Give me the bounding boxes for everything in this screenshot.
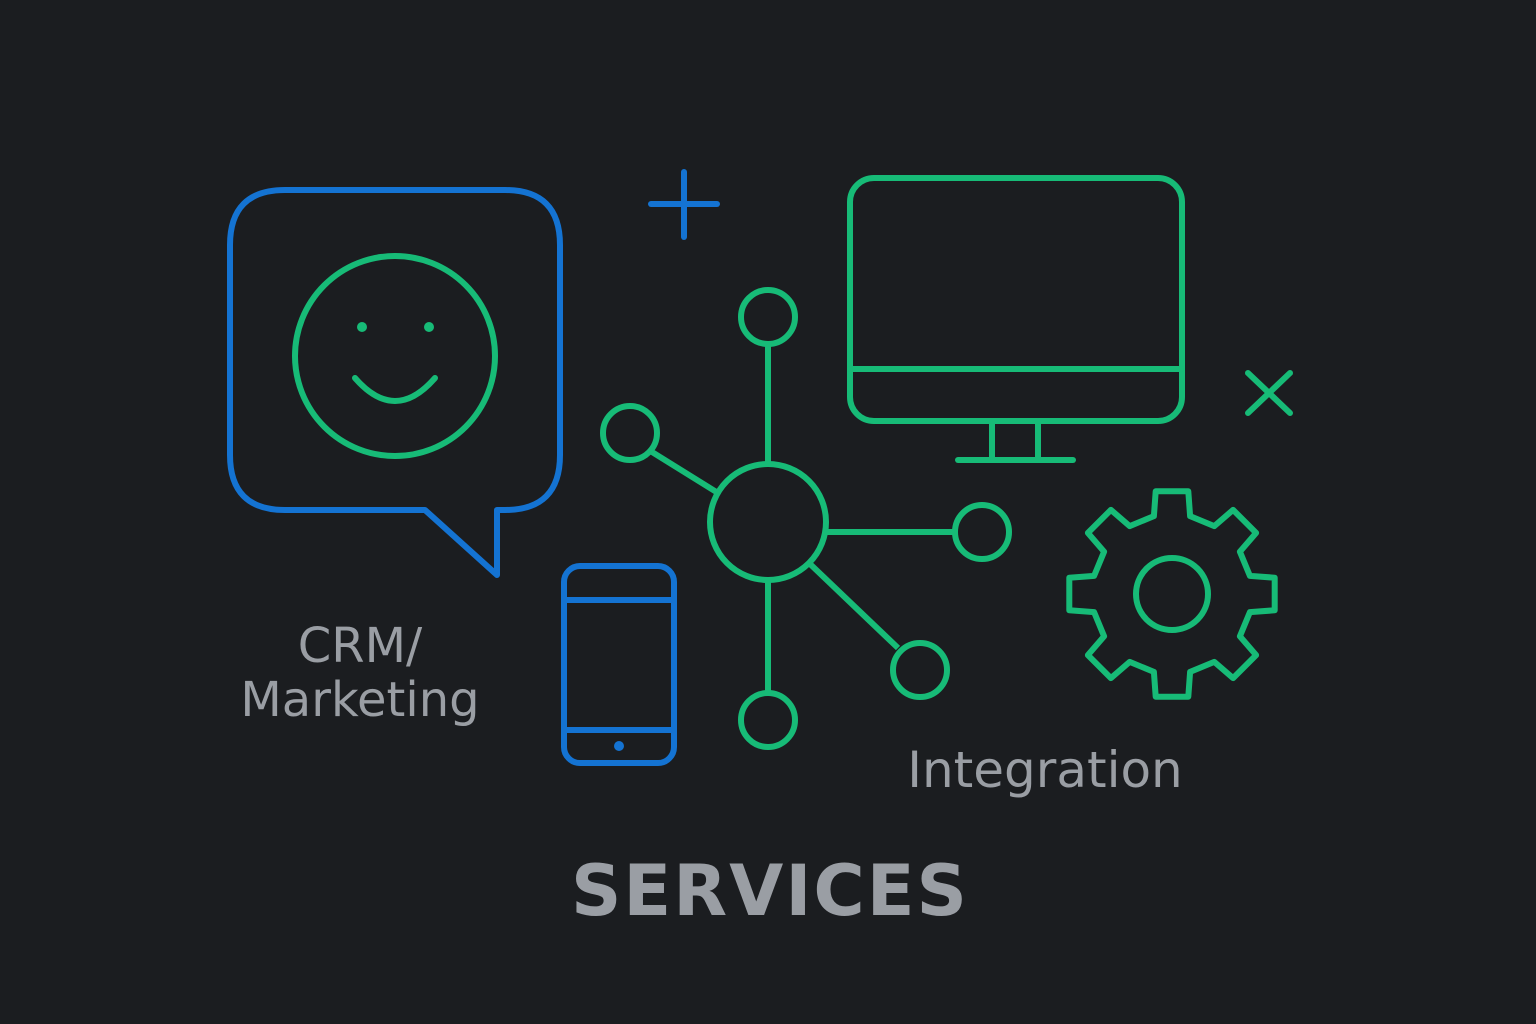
- speech-bubble-icon: [227, 187, 563, 578]
- crm-marketing-label: CRM/ Marketing: [200, 618, 520, 728]
- plus-icon: [648, 169, 720, 240]
- smartphone-icon: [561, 563, 677, 766]
- monitor-icon: [847, 175, 1185, 463]
- smiley-face-icon: [292, 253, 498, 459]
- close-x-icon: [1245, 370, 1293, 416]
- crm-label-line1: CRM/: [297, 618, 423, 674]
- network-hub-icon: [600, 287, 1012, 750]
- integration-label: Integration: [907, 741, 1183, 799]
- gear-icon: [1066, 488, 1278, 700]
- crm-label-line2: Marketing: [240, 671, 480, 728]
- services-title: SERVICES: [571, 850, 969, 932]
